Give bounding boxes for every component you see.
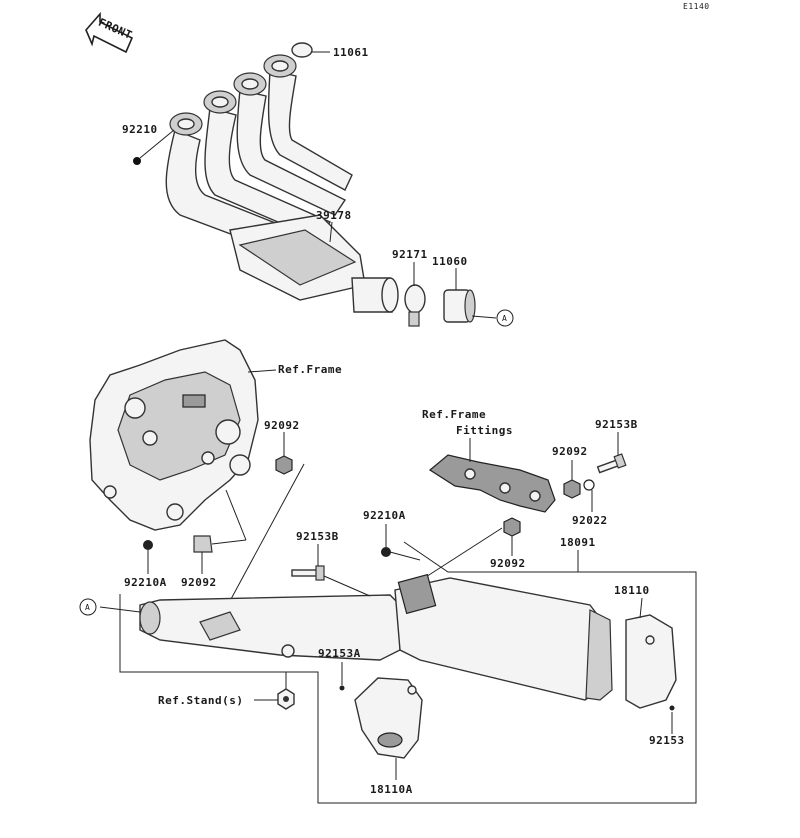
clamp-92171 [404, 284, 426, 327]
muffler-cover-18110 [625, 614, 677, 709]
gasket-11061 [291, 42, 313, 58]
gasket-11060 [443, 289, 476, 323]
diagram-code: E1140 [683, 2, 710, 11]
label-ref-frame: Ref.Frame [278, 363, 342, 376]
label-92171: 92171 [392, 248, 428, 261]
nut-92210 [133, 157, 141, 165]
label-92210a-mid: 92210A [363, 509, 406, 522]
label-92153b-mid: 92153B [296, 530, 339, 543]
label-39178: 39178 [316, 209, 352, 222]
nut-92210a-mid [381, 547, 391, 557]
screw-92153a [339, 685, 345, 691]
label-18091: 18091 [560, 536, 596, 549]
label-92153a: 92153A [318, 647, 361, 660]
callout-a-top [496, 309, 514, 327]
nut-92210a-left [143, 540, 153, 550]
frame-fittings-bracket [428, 454, 556, 513]
callout-a-left [79, 598, 97, 616]
callout-a-top-text: A [502, 314, 507, 323]
label-11060: 11060 [432, 255, 468, 268]
stand-nut [277, 688, 295, 710]
label-92092-bottom: 92092 [181, 576, 217, 589]
label-92153b-top: 92153B [595, 418, 638, 431]
washer-92022 [583, 479, 595, 491]
bolt-92153b-top [596, 453, 627, 474]
label-ref-stand: Ref.Stand(s) [158, 694, 243, 707]
label-18110a: 18110A [370, 783, 413, 796]
label-92092-right: 92092 [552, 445, 588, 458]
label-92210a-left: 92210A [124, 576, 167, 589]
screw-92153 [669, 705, 675, 711]
nut-92092-mid [503, 517, 521, 537]
label-92210: 92210 [122, 123, 158, 136]
exhaust-header-pipes [165, 54, 399, 313]
callout-a-left-text: A [85, 603, 90, 612]
label-92022: 92022 [572, 514, 608, 527]
label-ref-frame-fittings-1: Ref.Frame [422, 408, 486, 421]
muffler-18091 [139, 573, 613, 701]
front-arrow-icon: FRONT [85, 11, 134, 54]
nut-92092-frame [275, 455, 293, 475]
label-ref-frame-fittings-2: Fittings [456, 424, 513, 437]
frame-section [89, 339, 259, 531]
assembly-outline [119, 541, 697, 804]
label-11061: 11061 [333, 46, 369, 59]
label-92092-mid: 92092 [490, 557, 526, 570]
bushing-92092-bottom [193, 535, 213, 553]
label-92092-left: 92092 [264, 419, 300, 432]
label-92153: 92153 [649, 734, 685, 747]
label-18110: 18110 [614, 584, 650, 597]
nut-92092-right [563, 479, 581, 499]
bolt-92153b-mid [291, 565, 325, 581]
heat-guard-18110a [354, 677, 423, 759]
